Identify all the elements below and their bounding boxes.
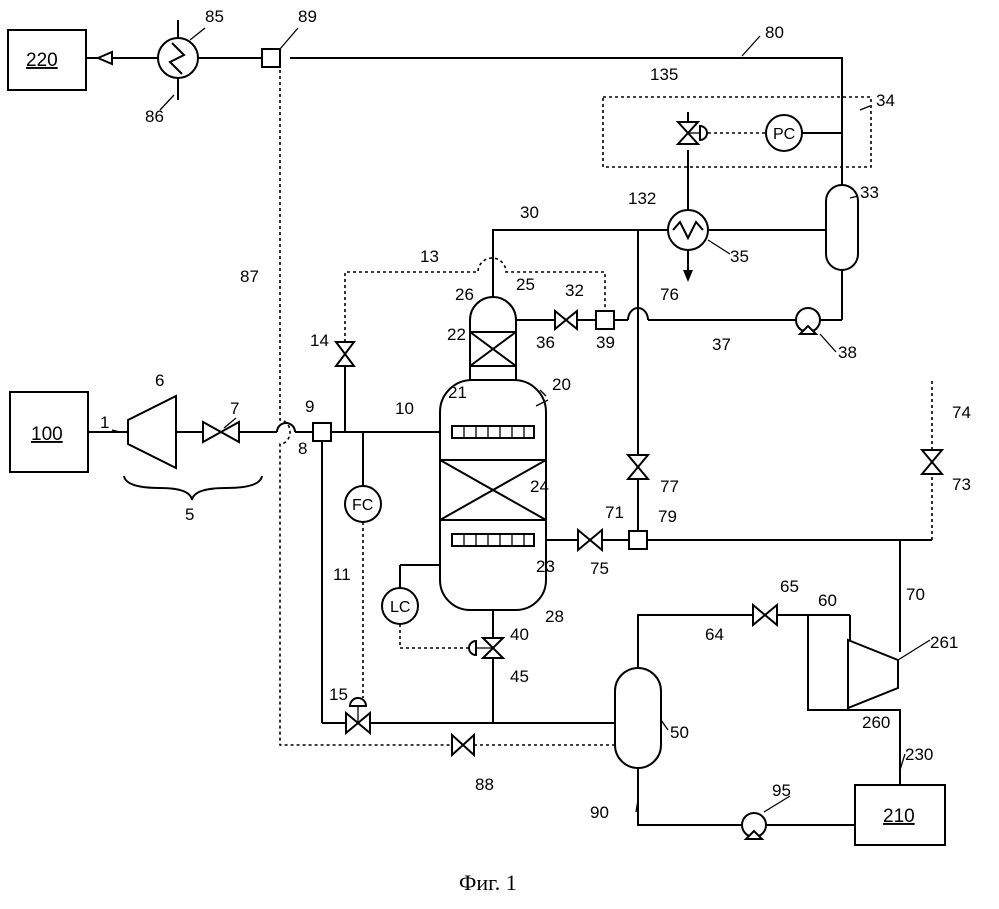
- svg-text:13: 13: [420, 247, 439, 266]
- svg-text:14: 14: [310, 331, 329, 350]
- controller-lc: LC: [382, 588, 418, 624]
- svg-text:24: 24: [530, 477, 549, 496]
- svg-text:9: 9: [305, 397, 314, 416]
- svg-text:32: 32: [565, 281, 584, 300]
- svg-text:77: 77: [660, 477, 679, 496]
- junction-79: [629, 531, 647, 549]
- expander-6: [128, 396, 176, 468]
- condenser-35: [668, 210, 708, 250]
- svg-text:20: 20: [552, 375, 571, 394]
- svg-text:230: 230: [905, 745, 933, 764]
- block-100: 100: [10, 392, 88, 472]
- svg-text:37: 37: [712, 335, 731, 354]
- svg-text:23: 23: [536, 557, 555, 576]
- junction-89: [262, 49, 280, 67]
- svg-text:36: 36: [536, 333, 555, 352]
- svg-text:22: 22: [447, 325, 466, 344]
- line-64: [638, 615, 753, 668]
- svg-text:30: 30: [520, 203, 539, 222]
- block-210: 210: [855, 785, 945, 845]
- svg-text:5: 5: [185, 505, 194, 524]
- valve-77: [628, 455, 648, 467]
- svg-text:7: 7: [230, 399, 239, 418]
- valve-88: [452, 735, 463, 755]
- svg-text:40: 40: [510, 625, 529, 644]
- svg-text:132: 132: [628, 189, 656, 208]
- svg-text:88: 88: [475, 775, 494, 794]
- valve-75: [578, 530, 590, 550]
- svg-text:21: 21: [448, 383, 467, 402]
- svg-text:39: 39: [596, 333, 615, 352]
- svg-text:76: 76: [660, 285, 679, 304]
- svg-text:87: 87: [240, 267, 259, 286]
- svg-text:100: 100: [31, 424, 63, 445]
- svg-text:1: 1: [100, 413, 109, 432]
- svg-text:85: 85: [205, 7, 224, 26]
- figure-caption: Фиг. 1: [459, 870, 517, 895]
- svg-text:80: 80: [765, 23, 784, 42]
- arrow-to-220: [98, 52, 112, 64]
- controller-fc: FC: [345, 486, 381, 522]
- svg-text:50: 50: [670, 723, 689, 742]
- heater-85: [158, 20, 198, 100]
- svg-text:86: 86: [145, 107, 164, 126]
- junction-9: [313, 423, 331, 441]
- line-crossover-8: [277, 423, 295, 432]
- svg-text:26: 26: [455, 285, 474, 304]
- svg-text:135: 135: [650, 65, 678, 84]
- separator-50: [615, 668, 661, 768]
- valve-45: [483, 638, 503, 648]
- svg-text:PC: PC: [773, 126, 795, 143]
- svg-text:210: 210: [883, 806, 915, 827]
- svg-text:8: 8: [298, 439, 307, 458]
- svg-text:10: 10: [395, 399, 414, 418]
- svg-text:90: 90: [590, 803, 609, 822]
- svg-text:260: 260: [862, 713, 890, 732]
- svg-text:11: 11: [333, 565, 351, 584]
- svg-text:34: 34: [876, 91, 895, 110]
- svg-text:FC: FC: [352, 497, 373, 514]
- line-90: [638, 768, 742, 825]
- svg-text:74: 74: [952, 403, 971, 422]
- svg-text:64: 64: [705, 625, 724, 644]
- controller-pc: PC: [766, 115, 802, 151]
- block-220: 220: [8, 30, 86, 90]
- svg-text:LC: LC: [390, 599, 410, 616]
- svg-text:60: 60: [818, 591, 837, 610]
- pump-95: [742, 813, 766, 839]
- svg-text:28: 28: [545, 607, 564, 626]
- svg-text:15: 15: [329, 685, 348, 704]
- svg-text:25: 25: [516, 275, 535, 294]
- valve-14: [336, 342, 354, 354]
- valve-15: [346, 713, 358, 733]
- valve-65: [753, 605, 765, 625]
- svg-text:45: 45: [510, 667, 529, 686]
- valve-135: [678, 122, 698, 133]
- svg-text:71: 71: [605, 503, 624, 522]
- svg-text:35: 35: [730, 247, 749, 266]
- svg-text:6: 6: [155, 371, 164, 390]
- svg-text:79: 79: [658, 507, 677, 526]
- svg-text:65: 65: [780, 577, 799, 596]
- pump-38: [796, 308, 820, 334]
- svg-text:220: 220: [26, 50, 58, 71]
- svg-text:33: 33: [860, 183, 879, 202]
- svg-text:89: 89: [298, 7, 317, 26]
- valve-73: [922, 450, 942, 462]
- svg-text:70: 70: [906, 585, 925, 604]
- brace-5: [124, 476, 262, 500]
- svg-text:73: 73: [952, 475, 971, 494]
- svg-text:38: 38: [838, 343, 857, 362]
- valve-7: [203, 422, 221, 442]
- line-80: [290, 58, 842, 185]
- svg-text:75: 75: [590, 559, 609, 578]
- svg-text:261: 261: [930, 633, 958, 652]
- expander-260: [848, 640, 898, 708]
